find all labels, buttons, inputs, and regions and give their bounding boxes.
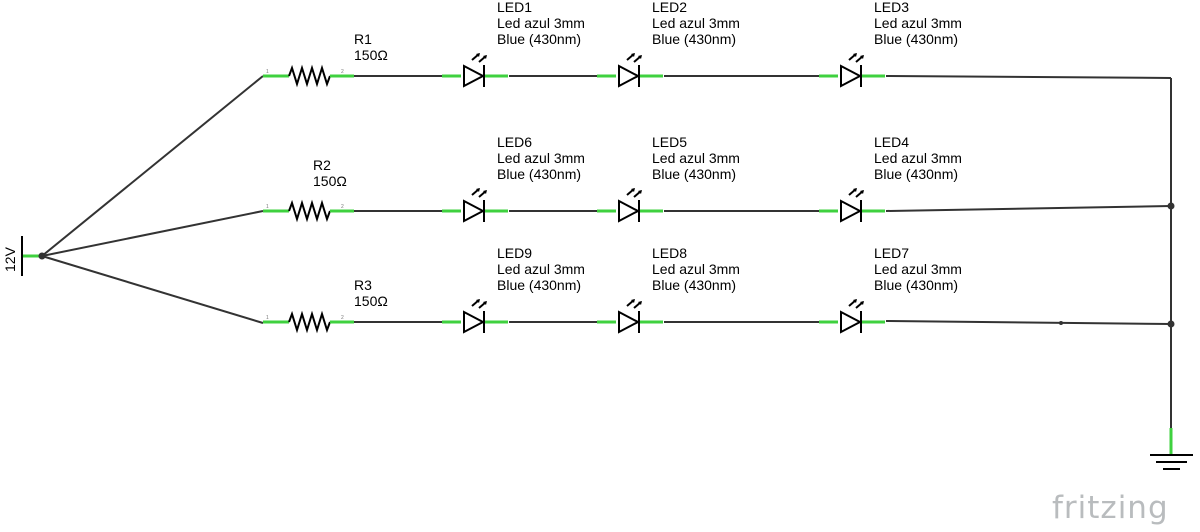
wire-bendpoint bbox=[1059, 321, 1063, 325]
light-arrow-head bbox=[638, 55, 642, 59]
diode-triangle bbox=[463, 64, 486, 88]
resistor-r2: 1 2 R2 150Ω bbox=[263, 157, 354, 223]
led-wavelength: Blue (430nm) bbox=[497, 31, 581, 47]
svg-text:1: 1 bbox=[266, 69, 269, 75]
led-description: Led azul 3mm bbox=[497, 261, 585, 277]
wire-source-r3 bbox=[41, 255, 264, 324]
resistor-ref: R3 bbox=[354, 277, 372, 293]
resistor-zigzag bbox=[288, 310, 331, 334]
diode-triangle bbox=[618, 310, 641, 334]
led-wavelength: Blue (430nm) bbox=[874, 277, 958, 293]
light-arrow-head bbox=[631, 299, 635, 303]
diode-triangle bbox=[618, 199, 641, 223]
led-wavelength: Blue (430nm) bbox=[652, 277, 736, 293]
svg-text:1: 1 bbox=[266, 204, 269, 210]
resistor-zigzag bbox=[288, 64, 331, 88]
led-ref: LED5 bbox=[652, 134, 687, 150]
diode-triangle bbox=[618, 64, 641, 88]
svg-text:1: 1 bbox=[266, 315, 269, 321]
led-ref: LED8 bbox=[652, 245, 687, 261]
bus-junction bbox=[1167, 202, 1175, 210]
row-wires bbox=[354, 75, 1172, 325]
resistor-ref: R2 bbox=[313, 157, 331, 173]
led-wavelength: Blue (430nm) bbox=[874, 166, 958, 182]
light-arrow-head bbox=[631, 188, 635, 192]
led-description: Led azul 3mm bbox=[652, 150, 740, 166]
source-label: 12V bbox=[2, 246, 18, 272]
ground-symbol bbox=[1150, 454, 1193, 470]
light-arrow-head bbox=[483, 190, 487, 194]
light-arrow-head bbox=[860, 190, 864, 194]
led-description: Led azul 3mm bbox=[497, 150, 585, 166]
led-ref: LED3 bbox=[874, 0, 909, 15]
ground-bus bbox=[1150, 78, 1193, 470]
led-description: Led azul 3mm bbox=[874, 150, 962, 166]
wire-source-r2 bbox=[41, 210, 264, 257]
led-wavelength: Blue (430nm) bbox=[874, 31, 958, 47]
diode-triangle bbox=[840, 310, 863, 334]
led-ref: LED2 bbox=[652, 0, 687, 15]
light-arrow-head bbox=[483, 55, 487, 59]
led-wavelength: Blue (430nm) bbox=[497, 166, 581, 182]
led-ref: LED1 bbox=[497, 0, 532, 15]
light-arrow-head bbox=[853, 299, 857, 303]
light-arrow-head bbox=[638, 190, 642, 194]
led-description: Led azul 3mm bbox=[874, 15, 962, 31]
resistor-zigzag bbox=[288, 199, 331, 223]
led-ref: LED6 bbox=[497, 134, 532, 150]
svg-text:2: 2 bbox=[341, 69, 344, 75]
diode-triangle bbox=[463, 310, 486, 334]
light-arrow-head bbox=[638, 301, 642, 305]
light-arrow-head bbox=[853, 188, 857, 192]
light-arrow-head bbox=[483, 301, 487, 305]
led-ref: LED4 bbox=[874, 134, 909, 150]
light-arrow-head bbox=[476, 53, 480, 57]
light-arrow-head bbox=[476, 188, 480, 192]
wire bbox=[885, 75, 1172, 79]
resistor-ref: R1 bbox=[354, 31, 372, 47]
resistor-value: 150Ω bbox=[354, 293, 388, 309]
led-description: Led azul 3mm bbox=[497, 15, 585, 31]
bus-junction bbox=[1167, 320, 1175, 328]
fritzing-logo: fritzing bbox=[1052, 490, 1169, 526]
svg-text:2: 2 bbox=[341, 315, 344, 321]
wire bbox=[885, 320, 1172, 325]
led-description: Led azul 3mm bbox=[652, 15, 740, 31]
svg-text:2: 2 bbox=[341, 204, 344, 210]
light-arrow-head bbox=[860, 301, 864, 305]
resistor-value: 150Ω bbox=[354, 47, 388, 63]
led-wavelength: Blue (430nm) bbox=[652, 31, 736, 47]
source-wires bbox=[41, 75, 264, 324]
diode-triangle bbox=[840, 64, 863, 88]
wire bbox=[885, 205, 1172, 212]
led-ref: LED9 bbox=[497, 245, 532, 261]
resistor-value: 150Ω bbox=[313, 173, 347, 189]
resistor-r3: 1 2 R3 150Ω bbox=[263, 277, 388, 334]
led-ref: LED7 bbox=[874, 245, 909, 261]
light-arrow-head bbox=[853, 53, 857, 57]
light-arrow-head bbox=[631, 53, 635, 57]
diode-triangle bbox=[840, 199, 863, 223]
resistor-r1: 1 2 R1 150Ω bbox=[263, 31, 388, 88]
light-arrow-head bbox=[860, 55, 864, 59]
light-arrow-head bbox=[476, 299, 480, 303]
wire-source-r1 bbox=[41, 75, 264, 257]
diode-triangle bbox=[463, 199, 486, 223]
led-wavelength: Blue (430nm) bbox=[652, 166, 736, 182]
led-description: Led azul 3mm bbox=[652, 261, 740, 277]
power-source-12v: 12V bbox=[2, 236, 46, 276]
led-description: Led azul 3mm bbox=[874, 261, 962, 277]
led-wavelength: Blue (430nm) bbox=[497, 277, 581, 293]
